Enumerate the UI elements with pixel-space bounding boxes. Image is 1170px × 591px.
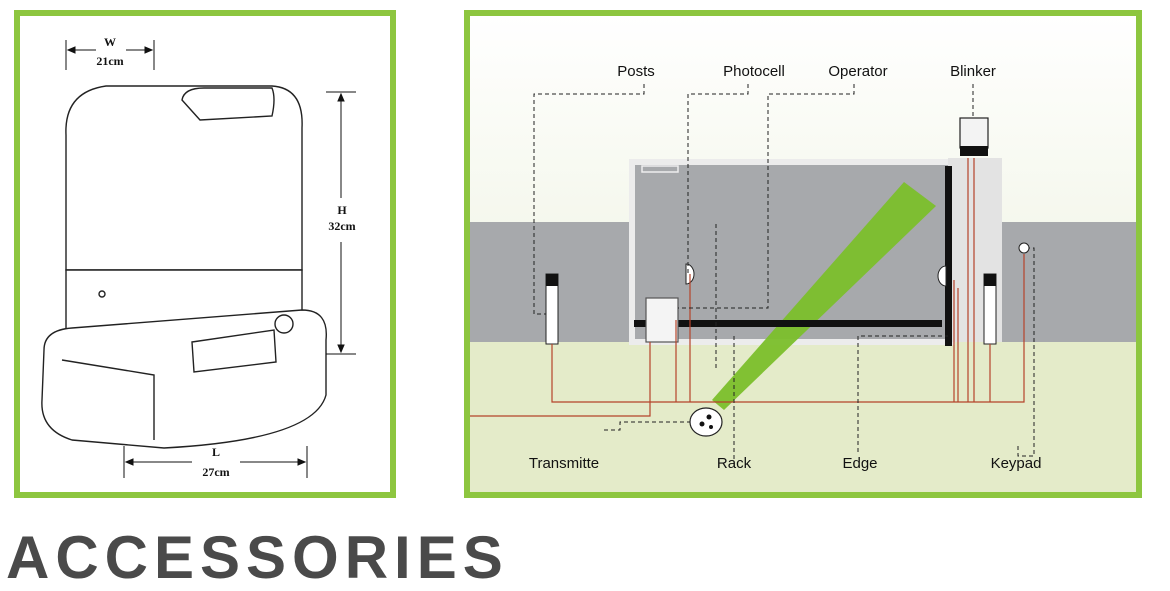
- label-photocell: Photocell: [723, 63, 785, 80]
- ground: [470, 342, 1136, 492]
- length-dimension: [123, 446, 308, 478]
- gate-motor-unit: [41, 85, 327, 449]
- operator-motor: [645, 297, 679, 343]
- label-rack: Rack: [717, 455, 752, 472]
- blinker-light: [959, 117, 989, 156]
- motor-dimensions-panel: W 21cm H 32cm L 27cm: [14, 10, 396, 498]
- label-operator: Operator: [828, 63, 887, 80]
- label-posts: Posts: [617, 63, 655, 80]
- right-photocell-post: [983, 273, 997, 345]
- label-edge: Edge: [842, 455, 877, 472]
- remote-transmitter: [689, 407, 723, 437]
- height-value: 32cm: [328, 219, 355, 233]
- left-photocell-post: [545, 273, 559, 345]
- motor-dimensions-drawing: W 21cm H 32cm L 27cm: [14, 10, 396, 498]
- label-leader-lines: [533, 84, 1035, 466]
- width-value: 21cm: [96, 54, 123, 68]
- height-label: H: [337, 203, 347, 217]
- gear-rack: [634, 320, 942, 327]
- label-keypad: Keypad: [991, 455, 1042, 472]
- wiring: [470, 158, 1025, 417]
- length-value: 27cm: [202, 465, 229, 479]
- height-dimension: [326, 91, 356, 355]
- accessories-heading: ACCESSORIES: [6, 524, 509, 591]
- length-label: L: [212, 445, 220, 459]
- width-dimension: [65, 40, 155, 70]
- installation-diagram: Posts Photocell Operator Blinker Transmi…: [464, 10, 1142, 498]
- keypad-device: [1018, 242, 1030, 254]
- photocell-sensor-right: [937, 265, 947, 287]
- safety-edge: [945, 166, 952, 346]
- label-blinker: Blinker: [950, 63, 996, 80]
- installation-diagram-panel: Posts Photocell Operator Blinker Transmi…: [464, 10, 1142, 498]
- label-transmitter: Transmitte: [529, 455, 599, 472]
- width-label: W: [104, 35, 116, 49]
- transmitter-signal-beam: [712, 182, 936, 410]
